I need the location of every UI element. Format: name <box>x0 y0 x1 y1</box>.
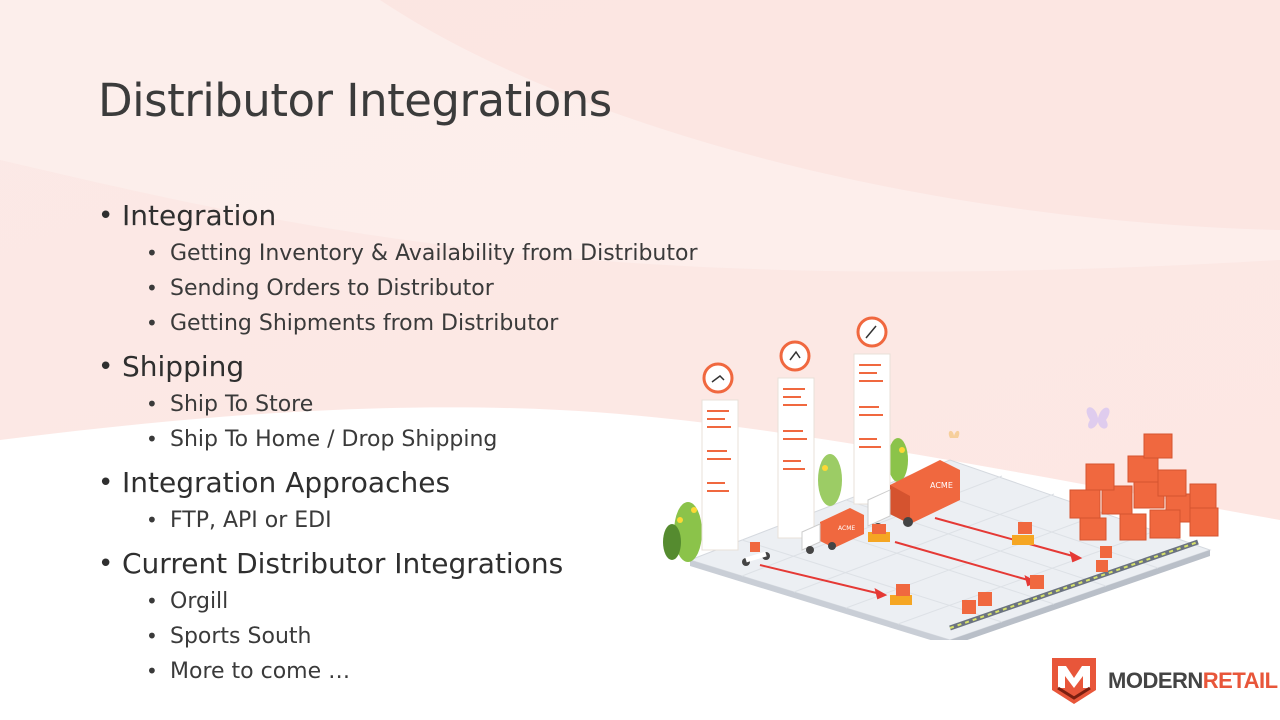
sub-bullet-label: Getting Shipments from Distributor <box>170 311 559 336</box>
logo-word-retail: RETAIL <box>1202 668 1278 693</box>
truck-label: ACME <box>930 481 953 490</box>
sub-bullet-label: Ship To Home / Drop Shipping <box>170 427 498 452</box>
receipt-tower <box>701 362 739 551</box>
sub-bullet: Ship To Home / Drop Shipping <box>146 422 798 457</box>
package-box <box>868 522 1112 614</box>
bullet-integration: Integration Getting Inventory & Availabi… <box>98 196 798 341</box>
sub-bullet: Getting Shipments from Distributor <box>146 306 798 341</box>
sub-bullet: FTP, API or EDI <box>146 503 798 538</box>
truck-label: ACME <box>838 525 855 532</box>
sub-bullet: Sports South <box>146 619 798 654</box>
sub-bullet-label: Ship To Store <box>170 392 314 417</box>
plant-decoration <box>663 438 908 562</box>
receipt-tower <box>777 340 815 539</box>
sub-bullet: Ship To Store <box>146 387 798 422</box>
bullet-current-integrations: Current Distributor Integrations Orgill … <box>98 544 798 689</box>
logistics-illustration: ACME ACME <box>663 316 1219 640</box>
sub-bullet-label: FTP, API or EDI <box>170 508 332 533</box>
slide-title: Distributor Integrations <box>98 74 612 127</box>
modern-retail-logo: MODERNRETAIL <box>1048 654 1278 710</box>
sub-bullet-label: Getting Inventory & Availability from Di… <box>170 241 698 266</box>
bullet-list: Integration Getting Inventory & Availabi… <box>98 190 798 689</box>
delivery-truck: ACME <box>867 460 960 533</box>
sub-bullet-label: Sending Orders to Distributor <box>170 276 494 301</box>
bullet-label: Current Distributor Integrations <box>122 547 564 580</box>
box-stack <box>1069 433 1219 541</box>
sub-bullet: Orgill <box>146 584 798 619</box>
delivery-truck: ACME <box>801 508 864 554</box>
bullet-integration-approaches: Integration Approaches FTP, API or EDI <box>98 463 798 538</box>
sub-bullet: Getting Inventory & Availability from Di… <box>146 236 798 271</box>
scooter-courier <box>742 542 770 566</box>
bullet-label: Integration Approaches <box>122 466 451 499</box>
sub-bullet-label: More to come … <box>170 659 351 684</box>
bullet-label: Integration <box>122 199 277 232</box>
bullet-shipping: Shipping Ship To Store Ship To Home / Dr… <box>98 347 798 457</box>
sub-bullet: Sending Orders to Distributor <box>146 271 798 306</box>
sub-bullet-label: Orgill <box>170 589 229 614</box>
logo-shield-icon <box>1052 658 1096 704</box>
logo-text: MODERNRETAIL <box>1108 668 1278 694</box>
sub-bullet-label: Sports South <box>170 624 312 649</box>
sub-bullet: More to come … <box>146 654 798 689</box>
receipt-tower <box>853 316 891 505</box>
logo-word-modern: MODERN <box>1108 668 1203 693</box>
bullet-label: Shipping <box>122 350 245 383</box>
butterfly-decoration <box>948 407 1110 438</box>
